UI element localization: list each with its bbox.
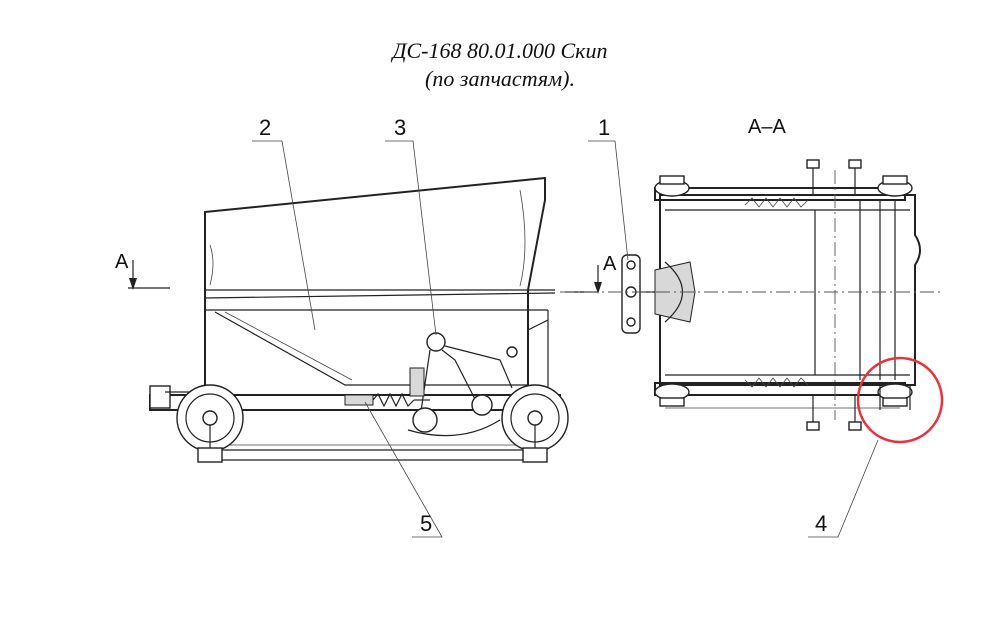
section-view: А–А xyxy=(560,116,940,431)
highlight-circle xyxy=(856,356,944,444)
svg-text:2: 2 xyxy=(259,115,271,140)
right-wheel xyxy=(501,384,569,463)
section-view-label: А–А xyxy=(748,116,786,138)
svg-text:4: 4 xyxy=(815,511,827,536)
sloped-floor xyxy=(214,311,528,386)
left-wheel xyxy=(176,384,244,463)
section-wheel-bottom-left xyxy=(654,383,690,407)
spring xyxy=(344,392,430,408)
svg-text:1: 1 xyxy=(598,115,610,140)
callout-4: 4 xyxy=(808,439,879,538)
callout-5: 5 xyxy=(364,401,443,538)
lever-mechanism xyxy=(407,332,518,437)
hopper-body xyxy=(204,176,546,396)
cut-label-left: А xyxy=(115,251,129,273)
callout-1: 1 xyxy=(588,115,629,261)
section-wheel-top-right xyxy=(877,175,913,197)
svg-text:5: 5 xyxy=(420,511,432,536)
svg-text:3: 3 xyxy=(394,115,406,140)
section-wheel-top-left xyxy=(654,175,690,197)
drawing-title: ДС-168 80.01.000 Скип xyxy=(392,38,608,63)
cut-label-right: А xyxy=(603,253,617,275)
section-wheel-bottom-right xyxy=(877,383,913,410)
callout-3: 3 xyxy=(385,115,437,336)
tow-hitch xyxy=(621,254,696,334)
section-body xyxy=(659,194,921,386)
callout-2: 2 xyxy=(252,115,316,331)
side-view: А А xyxy=(115,176,617,463)
section-cut-left xyxy=(128,260,170,290)
section-cut-right xyxy=(565,265,602,294)
drawing-subtitle: (по запчастям). xyxy=(425,66,575,91)
